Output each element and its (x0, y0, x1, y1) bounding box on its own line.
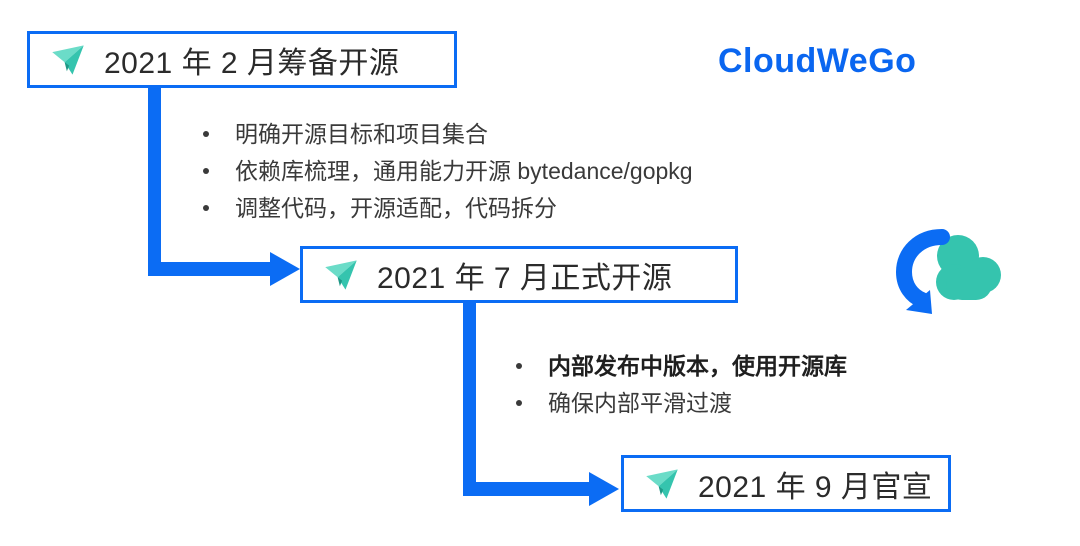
connector-line-horizontal-1 (148, 262, 272, 276)
paper-plane-icon (646, 468, 678, 499)
list-item: 依赖库梳理，通用能力开源 bytedance/gopkg (203, 157, 693, 185)
bullet-text: 明确开源目标和项目集合 (235, 121, 488, 147)
bullet-dot-icon (516, 363, 522, 369)
bullet-text: 调整代码，开源适配，代码拆分 (235, 195, 557, 221)
connector-line-vertical-1 (148, 88, 161, 270)
brand-title: CloudWeGo (718, 42, 917, 80)
list-item: 内部发布中版本，使用开源库 (516, 352, 847, 380)
arrow-head-icon (270, 252, 300, 286)
cloudwego-logo-icon (895, 229, 1001, 314)
milestone-box-feb-2021: 2021 年 2 月筹备开源 (27, 31, 457, 88)
bullet-text: 内部发布中版本，使用开源库 (548, 353, 847, 379)
paper-plane-icon (52, 44, 84, 75)
connector-line-vertical-2 (463, 303, 476, 483)
bullet-dot-icon (203, 205, 209, 211)
list-item: 明确开源目标和项目集合 (203, 120, 693, 148)
connector-line-horizontal-2 (463, 482, 591, 496)
bullet-dot-icon (203, 168, 209, 174)
arrow-head-icon (589, 472, 619, 506)
milestone-1-bullet-list: 明确开源目标和项目集合 依赖库梳理，通用能力开源 bytedance/gopkg… (203, 120, 693, 231)
bullet-dot-icon (516, 400, 522, 406)
bullet-dot-icon (203, 131, 209, 137)
milestone-label: 2021 年 9 月官宣 (698, 470, 933, 504)
list-item: 确保内部平滑过渡 (516, 389, 847, 417)
bullet-text: 确保内部平滑过渡 (548, 390, 732, 416)
milestone-label: 2021 年 2 月筹备开源 (104, 46, 400, 80)
milestone-box-sep-2021: 2021 年 9 月官宣 (621, 455, 951, 512)
milestone-box-jul-2021: 2021 年 7 月正式开源 (300, 246, 738, 303)
milestone-label: 2021 年 7 月正式开源 (377, 261, 673, 295)
list-item: 调整代码，开源适配，代码拆分 (203, 194, 693, 222)
milestone-2-bullet-list: 内部发布中版本，使用开源库 确保内部平滑过渡 (516, 352, 847, 426)
paper-plane-icon (325, 259, 357, 290)
bullet-text: 依赖库梳理，通用能力开源 bytedance/gopkg (235, 158, 693, 184)
